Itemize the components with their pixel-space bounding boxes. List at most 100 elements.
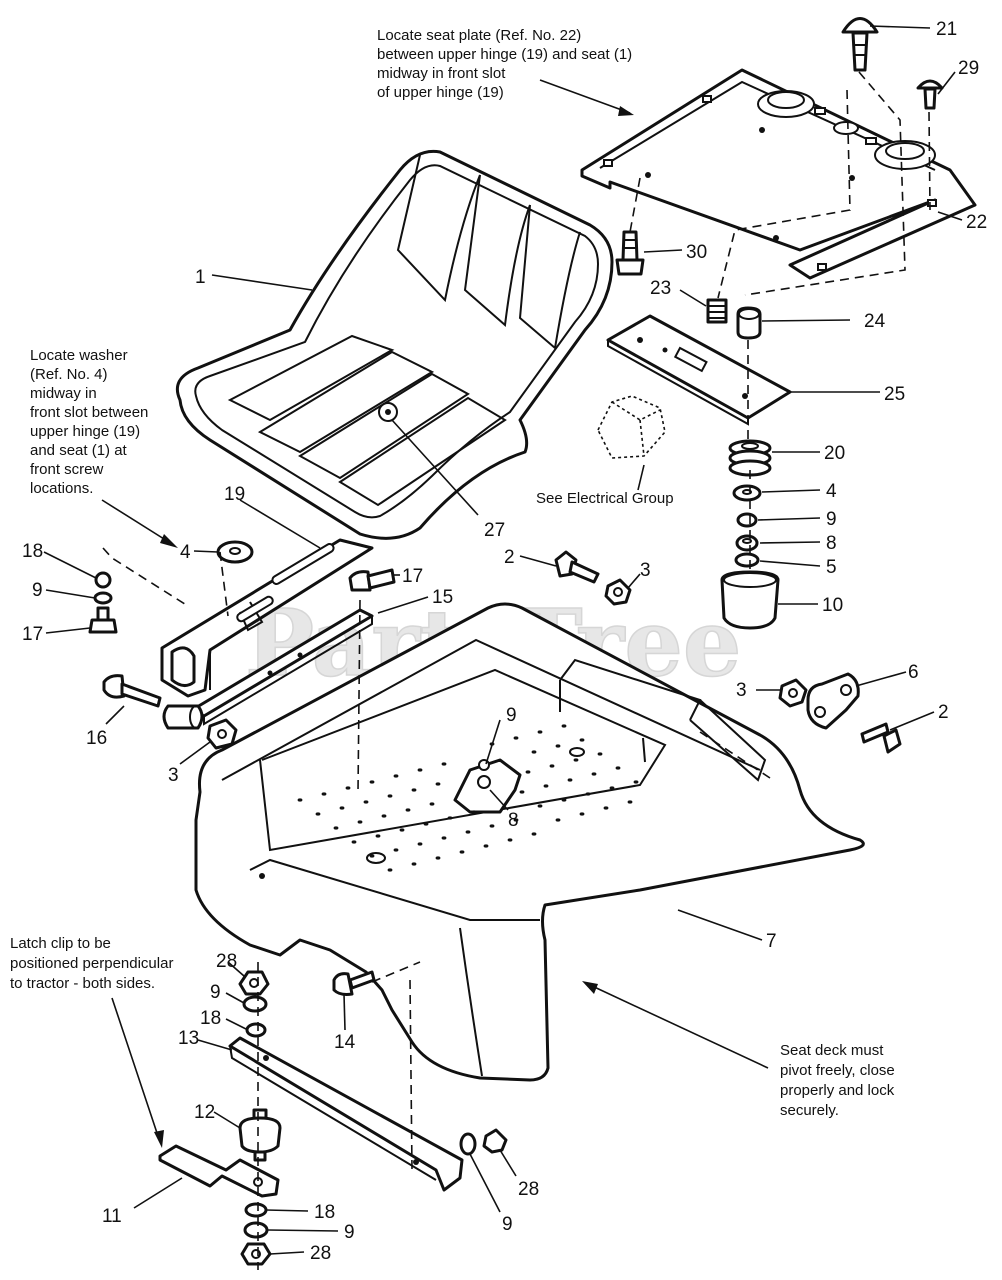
deck-vent-hole [561,798,567,802]
note-washer-line: front slot between [30,404,148,421]
callout-label: 22 [966,212,987,233]
note-seat-deck-line: pivot freely, close [780,1062,895,1079]
callout-label: 28 [216,951,237,972]
alignment-lines [102,71,931,1270]
seat [175,149,614,540]
hinge-plate-25 [606,314,792,426]
hinge-bracket-6 [806,672,860,730]
deck-vent-hole [387,868,393,872]
deck-vent-hole [579,738,585,742]
note-seat-plate-line: between upper hinge (19) and seat (1) [377,46,632,63]
callout-label: 9 [344,1222,355,1243]
callout-label: 17 [402,566,423,587]
callout-label: 15 [432,587,453,608]
deck-vent-hole [363,800,369,804]
deck-vent-hole [441,836,447,840]
nut-3-right [778,678,808,708]
deck-vent-hole [435,856,441,860]
upper-hinge-19 [160,538,374,698]
callout-label: 16 [86,728,107,749]
callout-label: 28 [518,1179,539,1200]
deck-vent-hole [375,834,381,838]
hex-bolt-30 [615,230,645,276]
carriage-bolt-29 [916,79,944,110]
bolt-2-right [860,722,902,754]
callout-label: 9 [506,705,517,726]
deck-vent-hole [423,822,429,826]
deck-vent-hole [483,844,489,848]
deck-vent-hole [345,786,351,790]
washer-5-right [734,552,760,568]
deck-vent-hole [591,772,597,776]
deck-vent-hole [561,724,567,728]
note-latch-clip: Latch clip to be positioned perpendicula… [10,935,178,992]
deck-vent-hole [459,850,465,854]
deck-vent-hole [513,736,519,740]
callout-label: 30 [686,242,707,263]
deck-vent-hole [555,818,561,822]
callout-label: 2 [504,547,515,568]
callout-label: 23 [650,278,671,299]
deck-vent-hole [393,774,399,778]
deck-vent-hole [537,730,543,734]
deck-vent-hole [543,784,549,788]
deck-vent-hole [387,794,393,798]
note-seat-deck-line: securely. [780,1102,839,1119]
note-washer-line: front screw [30,461,104,478]
deck-vent-hole [333,826,339,830]
deck-vent-hole [489,824,495,828]
deck-vent-holes [297,724,639,872]
bolt-17-top [348,568,396,592]
deck-vent-hole [429,802,435,806]
callout-label: 21 [936,19,957,40]
deck-vent-hole [537,804,543,808]
nut-8-right [735,534,759,552]
bolt-14 [332,970,376,996]
deck-vent-hole [597,752,603,756]
deck-vent-hole [435,782,441,786]
note-seat-deck-line: Seat deck must [780,1042,884,1059]
callout-label: 5 [826,557,837,578]
bolt-2-middle [554,550,600,584]
callout-label: 2 [938,702,949,723]
latch-hardware-right [459,1128,508,1156]
note-washer-line: locations. [30,480,93,497]
deck-vent-hole [609,786,615,790]
deck-vent-hole [393,848,399,852]
callout-leaders [43,25,963,1255]
deck-vent-hole [417,768,423,772]
note-washer-line: midway in [30,385,97,402]
callout-label: 3 [168,765,179,786]
carriage-bolt-21 [841,17,879,72]
deck-vent-hole [531,832,537,836]
callout-label: 10 [822,595,843,616]
callout-label: 7 [766,931,777,952]
deck-vent-hole [381,814,387,818]
deck-vent-hole [339,806,345,810]
latch-hardware-top [238,970,270,1038]
callout-label: 18 [314,1202,335,1223]
note-washer: Locate washer (Ref. No. 4) midway in fro… [30,347,153,497]
deck-vent-hole [405,808,411,812]
nut-3-left [206,718,238,750]
callout-label: 19 [224,484,245,505]
callout-label: 20 [824,443,845,464]
deck-vent-hole [513,818,519,822]
spring-20 [728,439,772,477]
bushing-24 [736,306,762,340]
deck-vent-hole [321,792,327,796]
deck-vent-hole [357,820,363,824]
deck-vent-hole [411,788,417,792]
deck-vent-hole [417,842,423,846]
note-washer-line: Locate washer [30,347,128,364]
callout-label: 4 [826,481,837,502]
deck-vent-hole [465,830,471,834]
deck-vent-hole [633,780,639,784]
spacer-tube [162,704,204,730]
deck-vent-hole [315,812,321,816]
callout-label: 6 [908,662,919,683]
deck-vent-hole [627,800,633,804]
callout-label: 13 [178,1028,199,1049]
electrical-switch-ghost [597,395,666,459]
